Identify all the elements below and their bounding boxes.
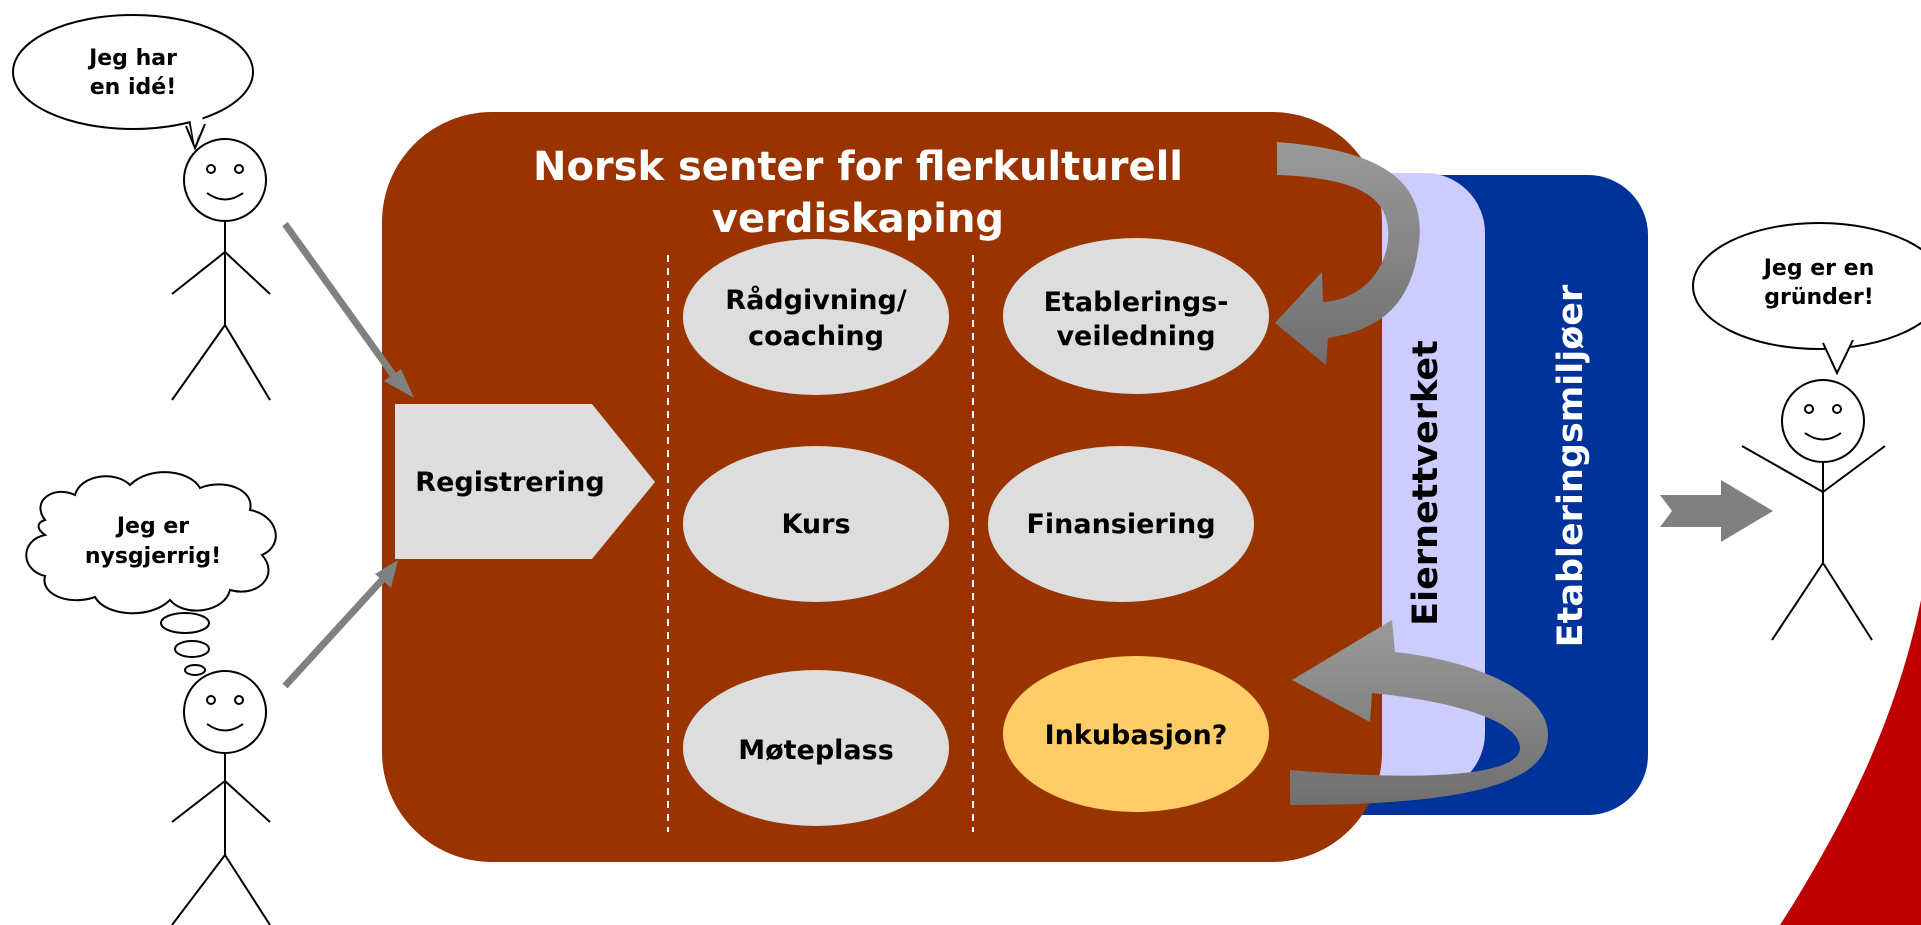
service-oval-radgivning bbox=[683, 239, 949, 395]
etableringsmiljoer-label: Etableringsmiljøer bbox=[1551, 284, 1591, 647]
service-finansiering-label: Finansiering bbox=[1026, 509, 1215, 540]
center-title-line2: verdiskaping bbox=[712, 196, 1004, 242]
service-oval-finansiering bbox=[988, 446, 1254, 602]
stick-figure-idea-icon bbox=[171, 138, 271, 401]
bubble-founder-line2: gründer! bbox=[1764, 285, 1873, 310]
speech-bubble-idea: Jeg har en idé! bbox=[12, 14, 254, 151]
stick-figure-founder-icon bbox=[1741, 379, 1886, 641]
service-radgivning-line2: coaching bbox=[748, 321, 884, 352]
bubble-founder-line1: Jeg er en bbox=[1762, 256, 1875, 281]
service-oval-moteplass bbox=[683, 670, 949, 826]
arrow-idea-to-registration-icon bbox=[282, 221, 414, 398]
stick-figure-curious-icon bbox=[171, 670, 271, 925]
service-etablering-line1: Etablerings- bbox=[1044, 287, 1229, 318]
service-moteplass-label: Møteplass bbox=[738, 735, 894, 766]
arrow-to-founder-icon bbox=[1660, 480, 1773, 542]
registrering-shape bbox=[395, 404, 655, 559]
bubble-idea-line2: en idé! bbox=[90, 75, 177, 100]
bubble-idea-line1: Jeg har bbox=[87, 46, 177, 71]
center-title-line1: Norsk senter for flerkulturell bbox=[533, 144, 1183, 190]
thought-bubble-curious: Jeg er nysgjerrig! bbox=[25, 471, 277, 676]
service-oval-etableringsveiledning bbox=[1003, 238, 1269, 394]
curved-arrow-top-icon bbox=[1275, 142, 1420, 365]
eiernettverket-label: Eiernettverket bbox=[1406, 340, 1446, 626]
curved-arrow-bottom-icon bbox=[1290, 620, 1548, 805]
service-etablering-line2: veiledning bbox=[1056, 321, 1215, 352]
service-oval-inkubasjon bbox=[1003, 656, 1269, 812]
service-inkubasjon-label: Inkubasjon? bbox=[1045, 720, 1228, 751]
service-radgivning-line1: Rådgivning/ bbox=[725, 284, 907, 316]
registrering-label: Registrering bbox=[415, 467, 604, 498]
arrow-curious-to-registration-icon bbox=[282, 560, 398, 689]
speech-bubble-founder: Jeg er en gründer! bbox=[1692, 222, 1921, 376]
service-kurs-label: Kurs bbox=[781, 509, 850, 540]
red-corner-decoration bbox=[1780, 600, 1921, 925]
bubble-curious-line2: nysgjerrig! bbox=[85, 544, 221, 569]
bubble-curious-line1: Jeg er bbox=[115, 514, 189, 539]
service-oval-kurs bbox=[683, 446, 949, 602]
